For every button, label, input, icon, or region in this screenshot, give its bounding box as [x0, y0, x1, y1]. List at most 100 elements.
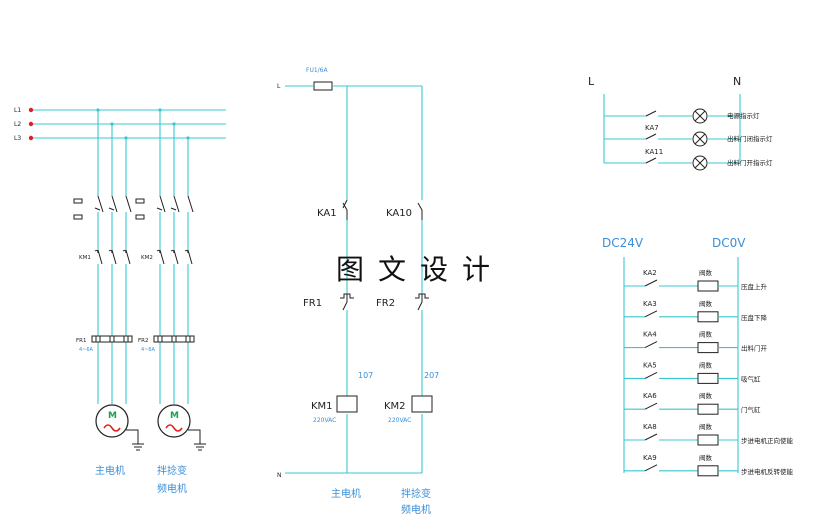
motor-branch-1: KM1 FR1 4~6A M 主电机: [73, 108, 144, 477]
valve-coil: [697, 311, 719, 323]
contact-label: KA10: [386, 208, 412, 219]
valve-label: 步进电机反转使能: [741, 467, 794, 476]
circuit-breaker: [135, 195, 194, 220]
valve-coil: [697, 280, 719, 292]
valve-contact-label: KA3: [643, 300, 657, 308]
phase-l2: L2: [14, 121, 226, 128]
contact-label: KA1: [317, 208, 337, 219]
phase-label: L2: [14, 121, 21, 128]
thermal-relay-fr1: FR1 4~6A: [76, 335, 133, 353]
valve-label: 压盘上升: [741, 282, 768, 291]
overload-label: FR1: [303, 298, 322, 309]
control-rung-2: KA10 FR2 207 KM2 220VAC: [376, 86, 439, 473]
contact-symbol: [644, 402, 658, 410]
svg-text:M: M: [108, 411, 117, 421]
contactor-km1: KM1: [79, 249, 131, 265]
motor-label: 频电机: [157, 482, 187, 495]
node-label: 207: [424, 371, 439, 380]
contact-symbol: [645, 133, 657, 140]
valve-coil: [697, 372, 719, 384]
phase-l1: L1: [14, 107, 226, 114]
bottom-label: 拌捻变: [401, 487, 431, 500]
motor-label: 主电机: [95, 464, 125, 477]
watermark-text: 图文设计: [336, 253, 505, 286]
circuit-breaker: [73, 195, 132, 220]
svg-text:M: M: [170, 411, 179, 421]
valve-tag: 阀数: [699, 453, 713, 462]
lamp-label: 电源指示灯: [727, 111, 760, 120]
power-circuit: L1 L2 L3: [14, 107, 226, 495]
n-label: N: [277, 472, 282, 479]
valve-coil: [697, 342, 719, 354]
lamp-row: 电源指示灯: [604, 108, 760, 124]
coil-voltage: 220VAC: [313, 417, 336, 424]
coil-label: KM1: [311, 401, 333, 412]
lamp-contact-label: KA7: [645, 124, 659, 132]
valve-coil: [697, 465, 719, 477]
control-rung-1: KA1 FR1 107 KM1 220VAC: [303, 86, 373, 473]
phase-l3: L3: [14, 135, 226, 142]
contact-symbol: [644, 310, 658, 318]
lamp-row: KA7 出料门闭指示灯: [604, 124, 773, 147]
contact-symbol: [644, 341, 658, 349]
valve-coil: [697, 403, 719, 415]
bottom-label: 频电机: [401, 503, 431, 516]
valve-label: 门气缸: [741, 405, 761, 414]
contact-symbol: [644, 464, 658, 472]
phase-label: L1: [14, 107, 21, 114]
km-label: KM1: [79, 255, 91, 261]
valve-tag: 阀数: [699, 299, 713, 308]
valve-label: 压盘下降: [741, 313, 768, 322]
contact-symbol: [645, 157, 657, 164]
lamp-label: 出料门闭指示灯: [727, 134, 773, 143]
control-circuit: L FU1/6A N KA1 FR1 107 KM1 220VAC KA10 F…: [277, 67, 439, 516]
phase-terminal: [28, 107, 34, 113]
coil-voltage: 220VAC: [388, 417, 411, 424]
fr-label: FR1: [76, 338, 86, 344]
contact-symbol: [644, 279, 658, 287]
fuse: [313, 81, 333, 91]
thermal-relay-fr2: FR2 4~6A: [138, 335, 195, 353]
motor-branch-2: KM2 FR2 4~6A M 拌捻变 频电机: [135, 108, 206, 495]
coil: [336, 395, 358, 413]
valve-tag: 阀数: [699, 268, 713, 277]
valve-label: 吸气缸: [741, 374, 761, 383]
lamp-row: KA11 出料门开指示灯: [604, 148, 773, 171]
overload-label: FR2: [376, 298, 395, 309]
fr-label: FR2: [138, 338, 148, 344]
contact-symbol: [645, 110, 657, 117]
motor-1: M: [95, 404, 144, 451]
motor-label: 拌捻变: [157, 464, 187, 477]
valve-tag: 阀数: [699, 391, 713, 400]
dc-plus-label: DC24V: [602, 236, 644, 250]
valve-contact-label: KA5: [643, 361, 657, 369]
fr-rating: 4~6A: [79, 347, 94, 353]
phase-terminal: [28, 121, 34, 127]
lamp-contact-label: KA11: [645, 148, 663, 156]
valve-label: 步进电机正向使能: [741, 436, 794, 445]
contact-symbol: [644, 433, 658, 441]
contactor-km2: KM2: [141, 249, 193, 265]
node-label: 107: [358, 371, 373, 380]
valve-label: 出料门开: [741, 344, 768, 353]
l-label: L: [588, 75, 595, 88]
valve-contact-label: KA9: [643, 454, 657, 462]
valve-contact-label: KA4: [643, 331, 657, 339]
km-label: KM2: [141, 255, 153, 261]
motor-2: M: [157, 404, 206, 451]
fr-rating: 4~6A: [141, 347, 156, 353]
coil: [411, 395, 433, 413]
valve-contact-label: KA8: [643, 423, 657, 431]
valve-contact-label: KA2: [643, 269, 657, 277]
valve-tag: 阀数: [699, 422, 713, 431]
lamp-label: 出料门开指示灯: [727, 158, 773, 167]
valve-tag: 阀数: [699, 360, 713, 369]
